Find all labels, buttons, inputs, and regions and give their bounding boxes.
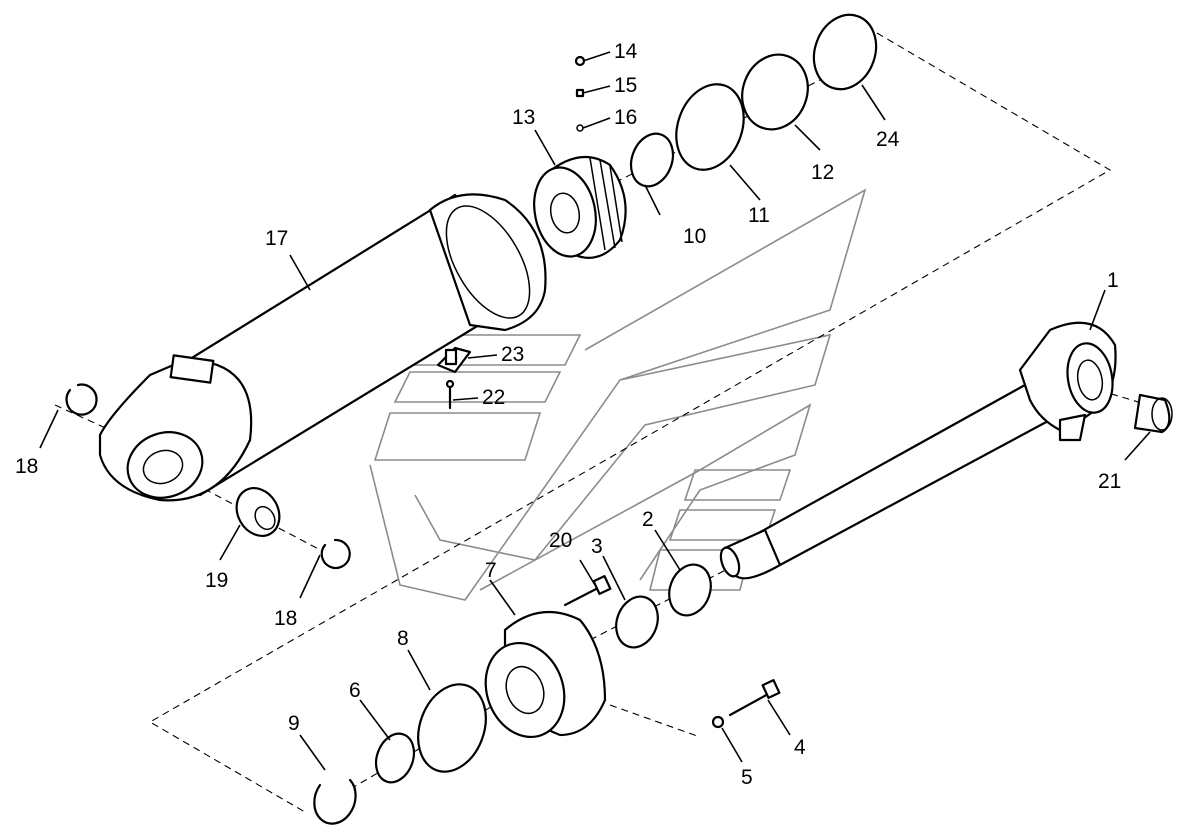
callout-3: 3 (591, 535, 603, 558)
callout-10: 10 (683, 225, 706, 248)
rod-part-1 (719, 321, 1117, 580)
callout-9: 9 (288, 712, 300, 735)
seals-group (629, 13, 878, 188)
barrel-part-17 (98, 193, 547, 502)
callout-17: 17 (265, 227, 288, 250)
leader-lines (39, 51, 1151, 771)
callout-18-bottom: 18 (274, 607, 297, 630)
callout-11: 11 (748, 204, 770, 227)
gland-part-7 (484, 610, 607, 739)
callout-labels: 1 2 3 4 5 6 7 8 9 10 11 12 13 14 15 16 1… (15, 40, 1121, 789)
callout-15: 15 (614, 74, 637, 97)
callout-1: 1 (1107, 269, 1119, 292)
callout-20: 20 (549, 529, 572, 552)
callout-22: 22 (482, 386, 505, 409)
callout-4: 4 (794, 736, 806, 759)
bushings-and-clips (65, 383, 1173, 570)
grease-fitting-parts-22-23 (436, 346, 472, 410)
callout-14: 14 (614, 40, 638, 63)
callout-5: 5 (741, 766, 753, 789)
callout-19: 19 (205, 569, 228, 592)
callout-6: 6 (349, 679, 361, 702)
piston-part-13 (533, 155, 627, 259)
callout-13: 13 (512, 106, 535, 129)
rings-6-8-9 (313, 683, 487, 825)
callout-2: 2 (642, 508, 654, 531)
watermark-logo (369, 188, 867, 601)
rings-2-3 (615, 563, 712, 649)
callout-24: 24 (876, 128, 900, 151)
callout-21: 21 (1098, 470, 1121, 493)
bolts-4-5-20 (563, 575, 781, 729)
callout-7: 7 (485, 559, 497, 582)
callout-8: 8 (397, 627, 409, 650)
callout-18-left: 18 (15, 455, 38, 478)
callout-23: 23 (501, 343, 524, 366)
bleed-parts-14-16 (574, 55, 586, 132)
callout-12: 12 (811, 161, 834, 184)
callout-16: 16 (614, 106, 637, 129)
